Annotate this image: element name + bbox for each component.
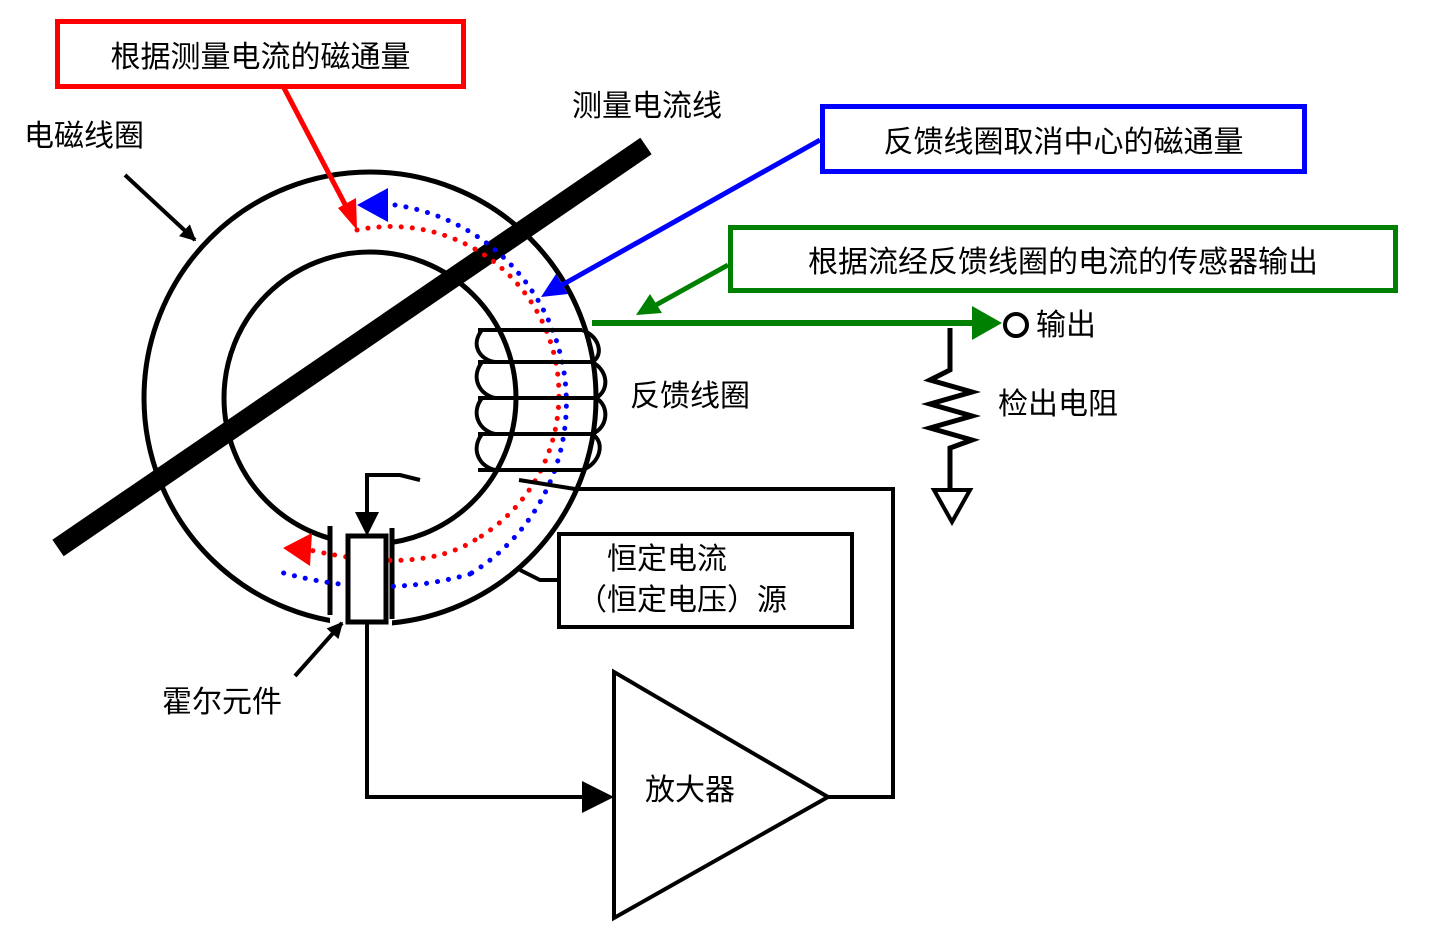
amplifier-input-arrowhead bbox=[582, 781, 614, 813]
wire-label: 测量电流线 bbox=[572, 89, 722, 124]
red-callout-text: 根据测量电流的磁通量 bbox=[110, 40, 411, 75]
amplifier-triangle bbox=[612, 668, 833, 922]
coil-label: 电磁线圈 bbox=[24, 119, 144, 154]
red-callout-arrowhead bbox=[338, 198, 357, 230]
red-callout-pointer bbox=[281, 86, 351, 212]
resistor-label: 检出电阻 bbox=[998, 387, 1118, 422]
output-arrowhead bbox=[972, 306, 1002, 340]
measured-current-wire bbox=[52, 137, 652, 557]
green-callout-text: 根据流经反馈线圈的电流的传感器输出 bbox=[808, 245, 1318, 280]
output-terminal bbox=[1003, 312, 1029, 338]
green-callout-arrowhead bbox=[636, 294, 662, 315]
hall-element bbox=[345, 533, 389, 625]
amplifier-label: 放大器 bbox=[645, 773, 735, 808]
blue-flux-arrowhead bbox=[357, 188, 388, 222]
feedback-coil-label: 反馈线圈 bbox=[630, 379, 750, 414]
hall-input-arrowhead bbox=[355, 512, 379, 536]
green-callout-box: 根据流经反馈线圈的电流的传感器输出 bbox=[728, 225, 1398, 293]
red-flux-path-bottom bbox=[307, 537, 478, 563]
output-label: 输出 bbox=[1036, 308, 1096, 343]
constant-source-box: 恒定电流 （恒定电压）源 bbox=[557, 532, 854, 629]
core-gap-edges bbox=[327, 526, 395, 619]
hall-label: 霍尔元件 bbox=[162, 685, 282, 720]
blue-callout-arrowhead bbox=[541, 274, 568, 297]
ground-symbol bbox=[930, 488, 974, 527]
hall-output-lead bbox=[365, 622, 590, 799]
red-callout-box: 根据测量电流的磁通量 bbox=[55, 19, 466, 89]
blue-callout-box: 反馈线圈取消中心的磁通量 bbox=[820, 104, 1307, 174]
red-flux-path bbox=[354, 224, 562, 543]
hall-element-lead-top bbox=[365, 473, 895, 799]
hall-pointer-arrow bbox=[293, 621, 344, 678]
source-label-line1: 恒定电流 bbox=[607, 542, 727, 577]
coil-pointer-arrow bbox=[123, 173, 197, 242]
green-callout-pointer bbox=[654, 262, 730, 308]
source-lead bbox=[519, 568, 558, 582]
source-label-line2: （恒定电压）源 bbox=[577, 582, 787, 618]
detection-resistor bbox=[920, 328, 982, 490]
blue-callout-pointer bbox=[560, 137, 822, 288]
feedback-coil bbox=[474, 328, 608, 472]
red-flux-arrowhead bbox=[283, 533, 312, 566]
blue-callout-text: 反馈线圈取消中心的磁通量 bbox=[883, 125, 1244, 160]
blue-flux-path-bottom bbox=[277, 569, 473, 589]
